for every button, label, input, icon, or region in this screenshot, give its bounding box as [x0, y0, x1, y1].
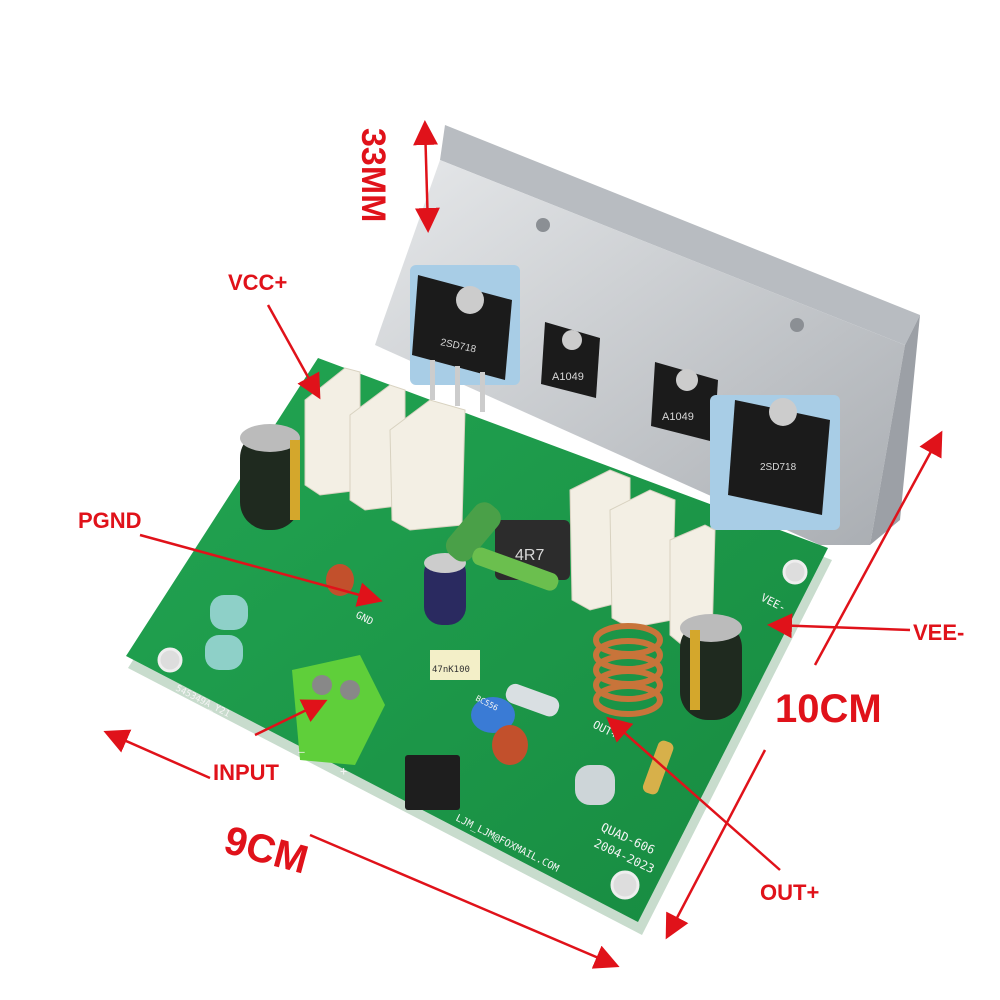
heatsink-plate [440, 125, 920, 345]
svg-text:+: + [340, 764, 347, 778]
height-label: 33MM [354, 128, 392, 222]
svg-text:A1049: A1049 [662, 411, 694, 423]
small-components [205, 502, 674, 805]
power-transistor-left: 2SD718 [410, 265, 520, 412]
capacitor-left [240, 424, 300, 530]
width-label: 9CM [220, 818, 313, 882]
capacitor-right [680, 614, 742, 720]
film-capacitor [430, 650, 480, 680]
capacitor-small [424, 553, 466, 625]
driver-transistor-2: A1049 [651, 362, 718, 442]
input-label: INPUT [213, 760, 280, 785]
op-amp-chip [405, 755, 460, 810]
svg-text:A1049: A1049 [552, 371, 584, 383]
power-transistor-right: 2SD718 [710, 395, 840, 530]
svg-text:2SD718: 2SD718 [760, 462, 797, 473]
svg-text:—: — [298, 745, 305, 758]
vcc-label: VCC+ [228, 270, 287, 295]
svg-text:4R7: 4R7 [515, 547, 544, 564]
length-label: 10CM [775, 687, 882, 731]
annotation-arrows [103, 120, 943, 969]
vee-label: VEE- [913, 620, 964, 645]
input-terminal-block[interactable] [292, 655, 385, 765]
out-label: OUT+ [760, 880, 819, 905]
driver-transistor-1: A1049 [541, 322, 600, 398]
output-coil [593, 623, 663, 717]
cement-resistors [304, 367, 716, 646]
svg-text:47nK100: 47nK100 [432, 665, 470, 675]
pgnd-label: PGND [78, 508, 142, 533]
